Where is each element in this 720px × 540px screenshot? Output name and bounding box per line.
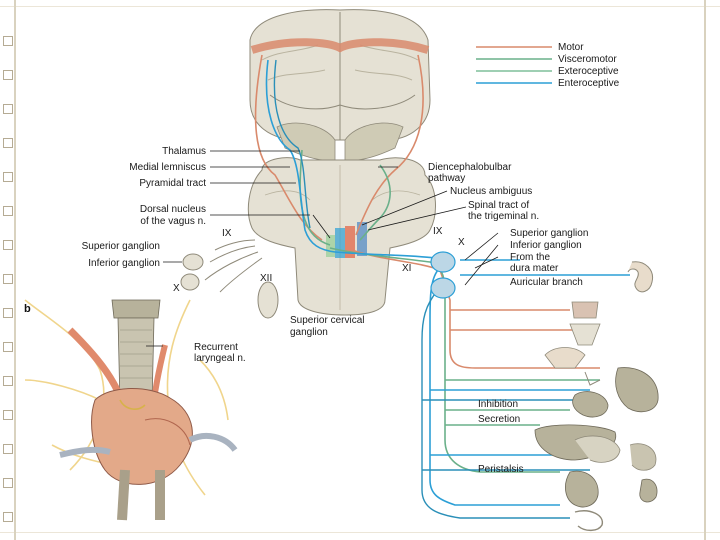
bullet-marker: [3, 172, 13, 182]
label-inferior-ganglion-right: Inferior ganglion: [510, 240, 582, 251]
bullet-marker: [3, 342, 13, 352]
label-xi: XI: [402, 263, 411, 274]
label-recurrent-2: laryngeal n.: [194, 353, 246, 364]
label-from-dura-1: From the: [510, 252, 550, 263]
bullet-marker: [3, 138, 13, 148]
label-auricular-branch: Auricular branch: [510, 277, 583, 288]
ear-icon: [627, 261, 654, 293]
label-superior-ganglion-left: Superior ganglion: [82, 241, 160, 252]
intestine-icon: [574, 435, 657, 471]
top-divider: [0, 6, 720, 7]
label-ix-left: IX: [222, 228, 232, 239]
left-cranial-nerves: [180, 239, 279, 319]
label-x-left: X: [173, 283, 180, 294]
bullet-marker: [3, 70, 13, 80]
label-thalamus: Thalamus: [162, 146, 206, 157]
bullet-marker: [3, 308, 13, 318]
label-x-right: X: [458, 237, 465, 248]
label-superior-cervical-2: ganglion: [290, 327, 328, 338]
legend-label-exteroceptive: Exteroceptive: [558, 66, 619, 77]
nucleus-tractus-solitarius: [335, 228, 345, 258]
label-spinal-tract-2: the trigeminal n.: [468, 211, 539, 222]
label-nucleus-ambiguus: Nucleus ambiguus: [450, 186, 532, 197]
nucleus-ambiguus-mark: [345, 226, 355, 258]
superior-ganglion-right-shape: [430, 251, 456, 273]
legend-label-visceromotor: Visceromotor: [558, 54, 617, 65]
labels: Thalamus Medial lemniscus Pyramidal trac…: [24, 146, 588, 475]
label-panel-b: b: [24, 303, 31, 315]
right-frame-line: [704, 0, 706, 540]
legend-label-enteroceptive: Enteroceptive: [558, 78, 620, 89]
legend-label-motor: Motor: [558, 42, 584, 53]
label-inferior-ganglion-left: Inferior ganglion: [88, 258, 160, 269]
label-xii: XII: [260, 273, 272, 284]
kidney-icon: [639, 478, 658, 503]
thalamus-shape: [276, 122, 404, 161]
bullet-marker: [3, 104, 13, 114]
label-recurrent-1: Recurrent: [194, 342, 238, 353]
lungs-icon: [572, 367, 659, 418]
bullet-marker: [3, 274, 13, 284]
label-pyramidal-tract: Pyramidal tract: [139, 178, 206, 189]
motor-cortex-band: [250, 38, 430, 54]
bullet-marker: [3, 240, 13, 250]
right-ganglia: [430, 251, 456, 299]
brain-illustration: [249, 9, 431, 141]
label-dorsal-nucleus: Dorsal nucleus: [140, 204, 206, 215]
bullet-marker: [3, 512, 13, 522]
leader-lines: [146, 150, 499, 347]
bullet-marker: [3, 206, 13, 216]
dorsal-nucleus-mark: [326, 235, 335, 257]
label-from-dura-2: dura mater: [510, 263, 559, 274]
label-superior-ganglion-right: Superior ganglion: [510, 228, 588, 239]
bullet-marker: [3, 410, 13, 420]
bullet-marker: [3, 444, 13, 454]
label-medial-lemniscus: Medial lemniscus: [129, 162, 206, 173]
label-diencephalobulbar-1: Diencephalobulbar: [428, 162, 512, 173]
colon-icon: [574, 510, 604, 532]
pharynx-icon: [544, 347, 586, 369]
label-secretion: Secretion: [478, 414, 520, 425]
bottom-divider: [0, 532, 720, 533]
label-dorsal-nucleus-2: of the vagus n.: [140, 216, 206, 227]
label-peristalsis: Peristalsis: [478, 464, 524, 475]
label-inhibition: Inhibition: [478, 399, 518, 410]
bullet-marker: [3, 478, 13, 488]
label-superior-cervical-1: Superior cervical: [290, 315, 364, 326]
left-frame-line: [14, 0, 16, 540]
bullet-marker: [3, 36, 13, 46]
panel-b-illustration: [24, 299, 238, 521]
recurrent-laryngeal-loop: [119, 399, 146, 410]
label-ix-right: IX: [433, 226, 443, 237]
label-spinal-tract-1: Spinal tract of: [468, 200, 529, 211]
stomach-icon: [565, 470, 599, 508]
larynx-icon: [569, 301, 601, 346]
bullet-marker: [3, 376, 13, 386]
inferior-ganglion-right-shape: [430, 277, 456, 299]
label-diencephalobulbar-2: pathway: [428, 173, 465, 184]
legend: Motor Visceromotor Exteroceptive Enteroc…: [476, 42, 620, 89]
enteroceptive-pathway: [273, 59, 600, 519]
